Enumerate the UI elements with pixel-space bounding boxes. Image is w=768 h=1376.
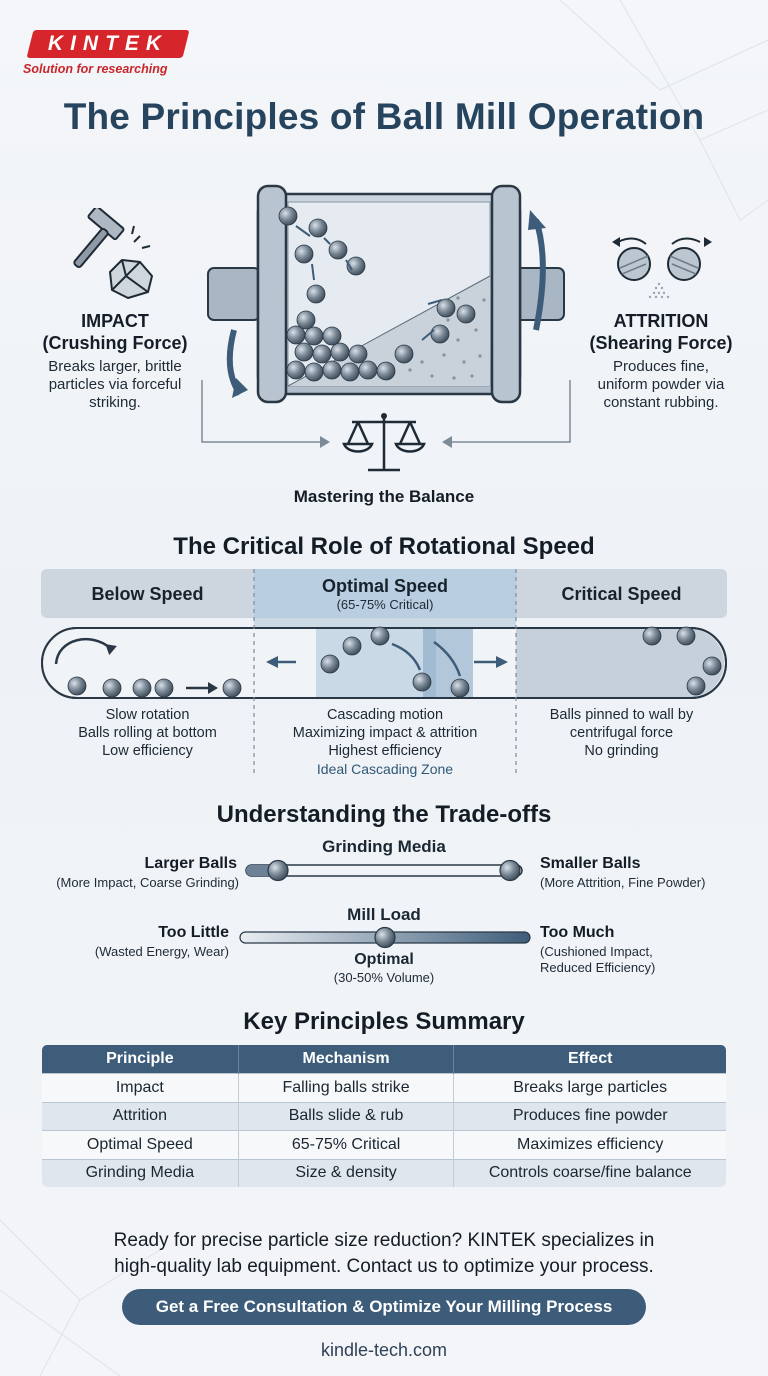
summary-header-row: Principle Mechanism Effect bbox=[42, 1045, 726, 1074]
too-little-sub: (Wasted Energy, Wear) bbox=[94, 944, 229, 959]
optimal-speed-title: Optimal Speed bbox=[321, 576, 449, 596]
attrition-desc-line: uniform powder via bbox=[597, 376, 725, 393]
table-cell: Grinding Media bbox=[42, 1158, 239, 1187]
attrition-desc-line: Produces fine, bbox=[613, 358, 709, 375]
mill-load-slider bbox=[239, 926, 531, 949]
table-cell: 65-75% Critical bbox=[238, 1130, 455, 1159]
page-title: The Principles of Ball Mill Operation bbox=[63, 96, 705, 137]
hammer-icon bbox=[73, 208, 153, 299]
speed-tube-illustration bbox=[41, 626, 727, 699]
attrition-title: ATTRITION bbox=[613, 311, 709, 331]
summary-table: Principle Mechanism Effect Impact Fallin… bbox=[41, 1044, 727, 1188]
mill-load-title: Mill Load bbox=[347, 905, 421, 924]
table-cell: Produces fine powder bbox=[453, 1101, 726, 1131]
table-cell: Size & density bbox=[238, 1158, 455, 1187]
larger-balls-label: Larger Balls bbox=[144, 855, 237, 872]
attrition-heading: ATTRITION (Shearing Force) bbox=[576, 310, 746, 354]
brand-tagline: Solution for researching bbox=[23, 62, 168, 76]
brand-logo: KINTEK bbox=[47, 32, 169, 55]
optimal-load-sub: (30-50% Volume) bbox=[333, 970, 435, 985]
below-speed-description: Slow rotation Balls rolling at bottom Lo… bbox=[41, 706, 254, 760]
balance-connectors bbox=[201, 380, 571, 448]
below-desc-line: Balls rolling at bottom bbox=[78, 725, 217, 741]
impact-heading: IMPACT (Crushing Force) bbox=[30, 310, 200, 354]
balance-label: Mastering the Balance bbox=[293, 487, 475, 506]
scale-icon bbox=[342, 413, 426, 472]
impact-desc-line: particles via forceful bbox=[48, 376, 182, 393]
smaller-balls-label: Smaller Balls bbox=[540, 855, 641, 872]
attrition-desc-line: constant rubbing. bbox=[603, 394, 719, 411]
table-cell: Impact bbox=[42, 1073, 239, 1102]
critical-speed-title: Critical Speed bbox=[561, 584, 682, 604]
optimal-desc-line: Maximizing impact & attrition bbox=[292, 725, 478, 741]
impact-description: Breaks larger, brittle particles via for… bbox=[20, 358, 210, 412]
too-much-sub-line: (Cushioned Impact, bbox=[540, 944, 653, 959]
critical-desc-line: No grinding bbox=[584, 743, 659, 759]
table-row: Impact Falling balls strike Breaks large… bbox=[42, 1073, 726, 1102]
speed-dividers bbox=[253, 569, 517, 777]
cta-line: Ready for precise particle size reductio… bbox=[113, 1230, 655, 1251]
optimal-load-knob bbox=[374, 926, 396, 949]
too-little-label: Too Little bbox=[158, 924, 229, 941]
optimal-desc-line: Cascading motion bbox=[326, 707, 444, 723]
table-cell: Falling balls strike bbox=[238, 1073, 455, 1102]
optimal-speed-subtitle: (65-75% Critical) bbox=[336, 597, 434, 612]
cta-line: high-quality lab equipment. Contact us t… bbox=[114, 1256, 654, 1277]
too-much-sub: (Cushioned Impact, Reduced Efficiency) bbox=[540, 944, 768, 976]
cta-message: Ready for precise particle size reductio… bbox=[0, 1228, 768, 1280]
impact-subtitle: (Crushing Force) bbox=[42, 333, 188, 353]
arrow-left-icon bbox=[612, 237, 620, 247]
table-row: Optimal Speed 65-75% Critical Maximizes … bbox=[42, 1130, 726, 1159]
grinding-media-title: Grinding Media bbox=[322, 837, 446, 856]
below-desc-line: Slow rotation bbox=[105, 707, 190, 723]
optimal-desc-line: Highest efficiency bbox=[328, 743, 442, 759]
table-row: Grinding Media Size & density Controls c… bbox=[42, 1158, 726, 1187]
ideal-zone-label: Ideal Cascading Zone bbox=[316, 761, 454, 777]
column-header-mechanism: Mechanism bbox=[238, 1045, 455, 1074]
critical-desc-line: centrifugal force bbox=[569, 725, 674, 741]
table-cell: Controls coarse/fine balance bbox=[453, 1158, 726, 1187]
optimal-header-band bbox=[254, 569, 516, 618]
below-speed-title: Below Speed bbox=[91, 584, 204, 604]
critical-desc-line: Balls pinned to wall by bbox=[549, 707, 694, 723]
optimal-speed-description: Cascading motion Maximizing impact & att… bbox=[254, 706, 516, 778]
larger-balls-sub: (More Impact, Coarse Grinding) bbox=[56, 875, 239, 890]
below-desc-line: Low efficiency bbox=[102, 743, 193, 759]
critical-speed-description: Balls pinned to wall by centrifugal forc… bbox=[516, 706, 727, 760]
table-cell: Maximizes efficiency bbox=[453, 1130, 726, 1159]
free-consultation-button[interactable]: Get a Free Consultation & Optimize Your … bbox=[122, 1289, 646, 1325]
table-cell: Attrition bbox=[42, 1101, 239, 1131]
impact-desc-line: striking. bbox=[89, 394, 141, 411]
website-link[interactable]: kindle-tech.com bbox=[320, 1340, 448, 1360]
impact-desc-line: Breaks larger, brittle bbox=[48, 358, 182, 375]
too-much-sub-line: Reduced Efficiency) bbox=[540, 960, 656, 975]
table-cell: Balls slide & rub bbox=[238, 1101, 455, 1131]
summary-heading: Key Principles Summary bbox=[243, 1008, 525, 1035]
optimal-load-label: Optimal bbox=[354, 951, 414, 968]
too-much-label: Too Much bbox=[540, 924, 615, 941]
attrition-icon bbox=[617, 237, 701, 299]
attrition-subtitle: (Shearing Force) bbox=[589, 333, 733, 353]
table-cell: Optimal Speed bbox=[42, 1130, 239, 1159]
smaller-balls-sub: (More Attrition, Fine Powder) bbox=[540, 875, 706, 890]
column-header-principle: Principle bbox=[42, 1045, 239, 1074]
tradeoffs-heading: Understanding the Trade-offs bbox=[216, 801, 552, 828]
attrition-description: Produces fine, uniform powder via consta… bbox=[566, 358, 756, 412]
speed-section-heading: The Critical Role of Rotational Speed bbox=[173, 533, 595, 560]
grinding-media-slider bbox=[245, 859, 523, 882]
impact-title: IMPACT bbox=[81, 311, 149, 331]
table-row: Attrition Balls slide & rub Produces fin… bbox=[42, 1101, 726, 1131]
table-cell: Breaks large particles bbox=[453, 1073, 726, 1102]
ball-mill-illustration bbox=[207, 184, 565, 404]
column-header-effect: Effect bbox=[453, 1045, 726, 1074]
arrow-right-icon bbox=[704, 237, 712, 247]
